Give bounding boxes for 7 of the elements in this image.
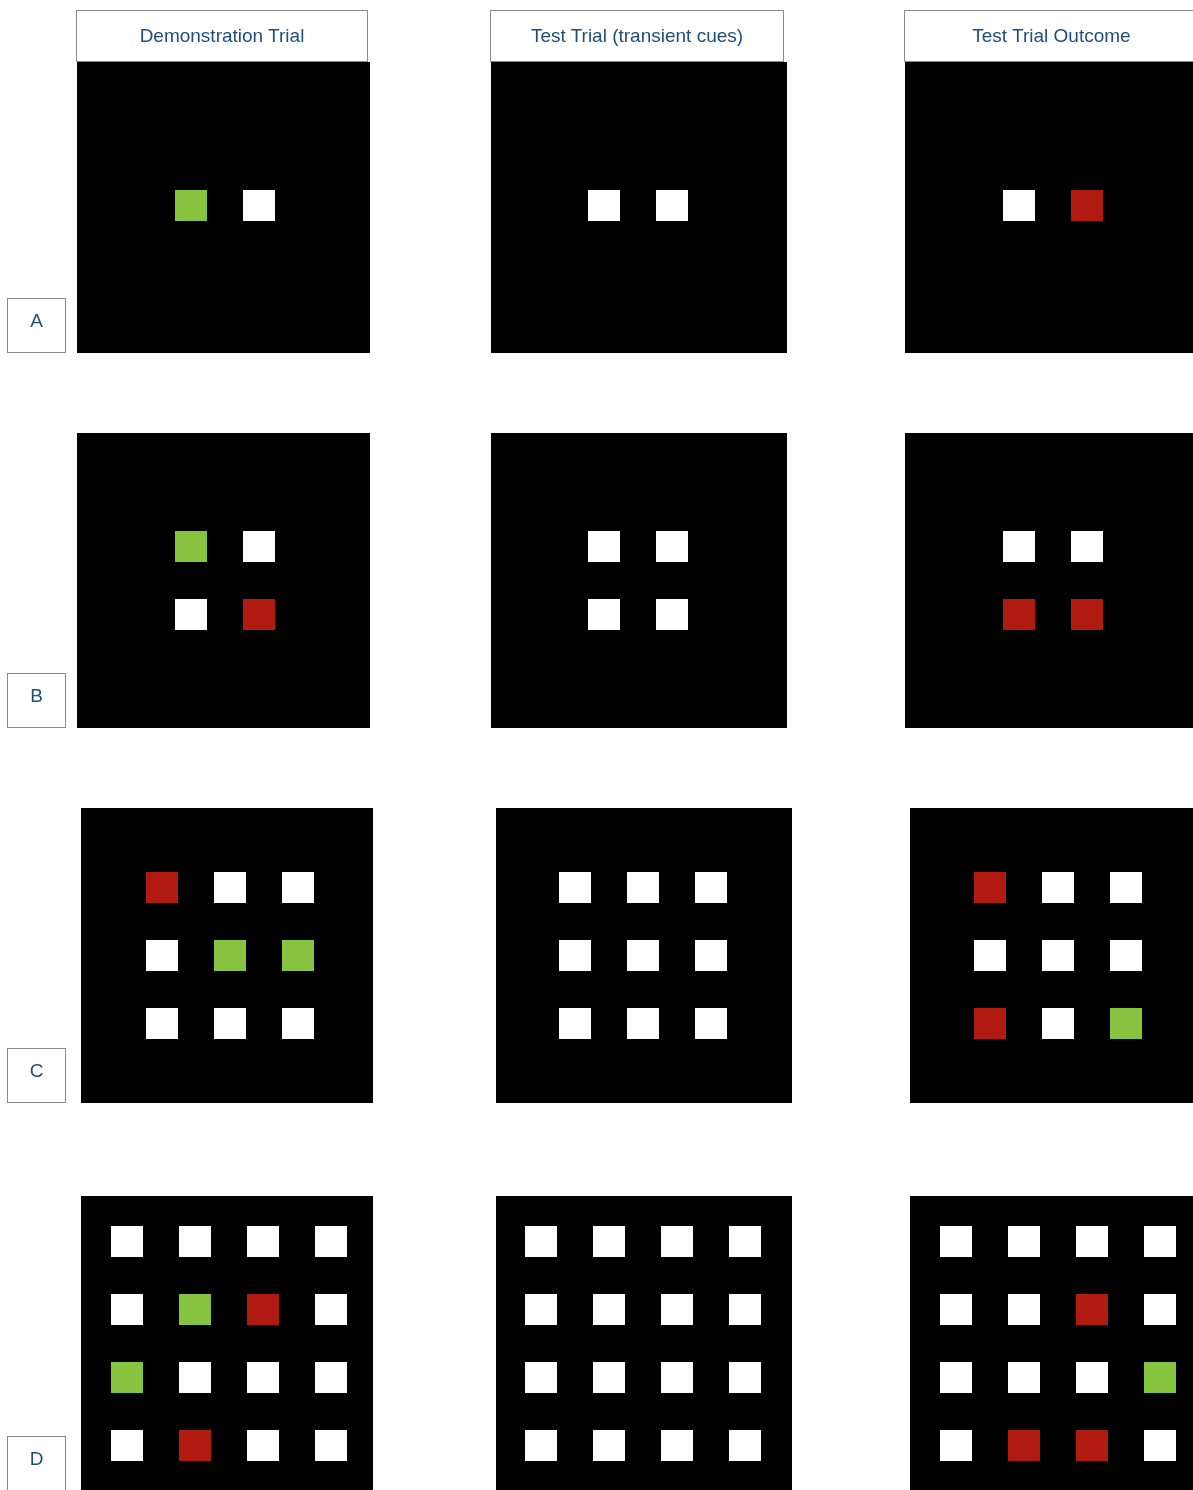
column-header: Demonstration Trial <box>76 10 368 62</box>
row-label: D <box>7 1436 66 1490</box>
row-label: A <box>7 298 66 353</box>
row-label: B <box>7 673 66 728</box>
column-header: Test Trial Outcome <box>904 10 1193 62</box>
column-header: Test Trial (transient cues) <box>490 10 784 62</box>
row-label: C <box>7 1048 66 1103</box>
